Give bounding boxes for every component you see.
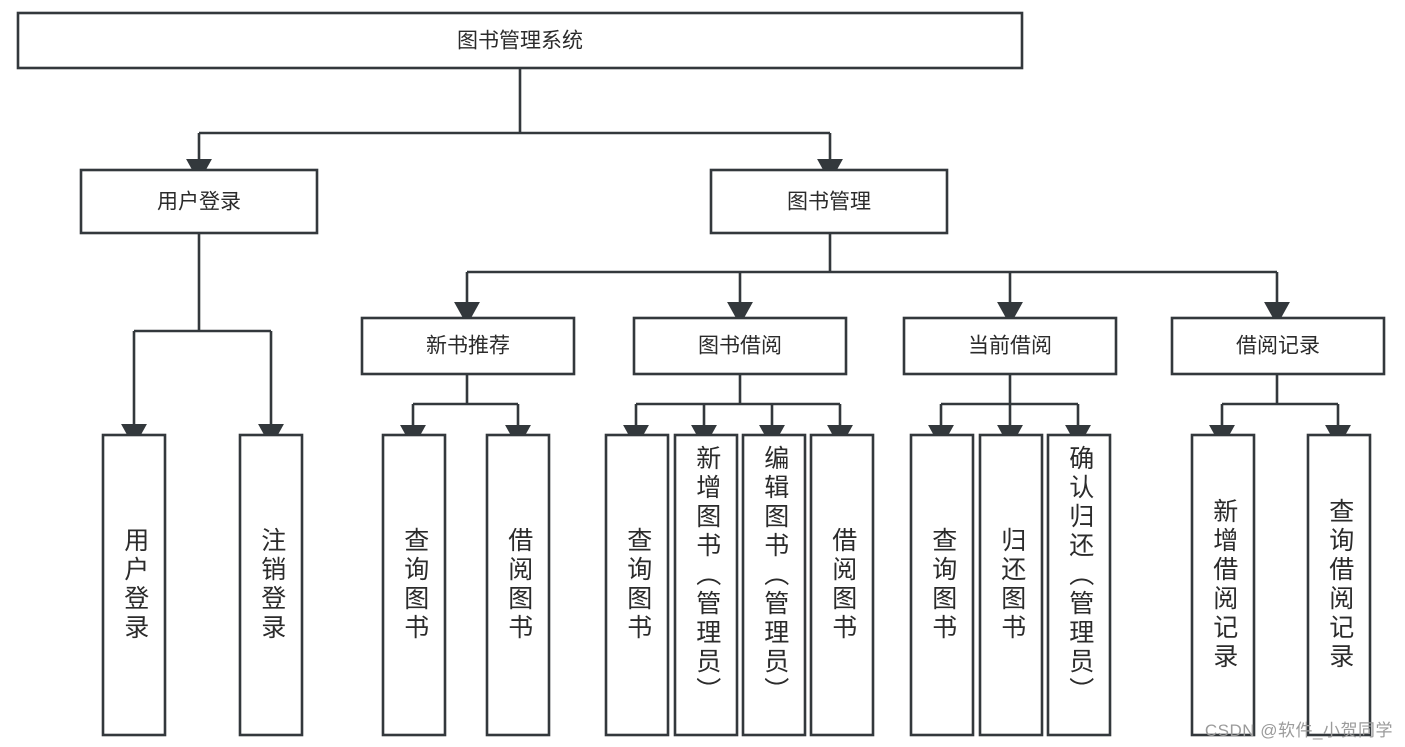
leaf-box-add-borrow-record[interactable]: [1190, 433, 1256, 737]
connectors-currentborrow-to-leaves: [928, 374, 1091, 449]
node-user-login[interactable]: 用户登录: [79, 168, 319, 235]
node-current-borrow-box[interactable]: [902, 316, 1118, 376]
leaf-box-return-book[interactable]: [978, 433, 1044, 737]
node-book-manage-label: 图书管理: [787, 191, 871, 214]
connectors-userlogin-to-leaves: [121, 233, 284, 448]
connectors-bookmanage-to-level3: [454, 233, 1290, 326]
connectors-root-to-level2: [186, 68, 843, 183]
leaf-box-borrow-book[interactable]: [809, 433, 875, 737]
node-current-borrow[interactable]: 当前借阅: [902, 316, 1118, 376]
connectors-newbook-to-leaves: [400, 374, 531, 449]
node-root-box[interactable]: [16, 11, 1024, 70]
leaf-box-query-book-borrow[interactable]: [604, 433, 670, 737]
node-borrow-records-label: 借阅记录: [1236, 335, 1320, 358]
leaf-box-confirm-return-admin[interactable]: [1046, 433, 1112, 737]
node-book-borrow-box[interactable]: [632, 316, 848, 376]
connectors-borrowrecords-to-leaves: [1209, 374, 1351, 449]
node-root-label: 图书管理系统: [457, 30, 583, 53]
node-book-manage[interactable]: 图书管理: [709, 168, 949, 235]
leaf-box-edit-book-admin[interactable]: [741, 433, 807, 737]
leaf-box-borrow-book-recommend[interactable]: [485, 433, 551, 737]
leaf-box-logout[interactable]: [238, 433, 304, 737]
node-new-book-recommend[interactable]: 新书推荐: [360, 316, 576, 376]
node-book-borrow[interactable]: 图书借阅: [632, 316, 848, 376]
node-book-manage-box[interactable]: [709, 168, 949, 235]
csdn-watermark: CSDN @软件_小贺同学: [1204, 721, 1393, 740]
leaf-box-add-book-admin[interactable]: [673, 433, 739, 737]
leaf-box-user-login[interactable]: [101, 433, 167, 737]
leaf-box-query-book-current[interactable]: [909, 433, 975, 737]
node-new-book-recommend-label: 新书推荐: [426, 335, 510, 358]
leaf-box-query-borrow-record[interactable]: [1306, 433, 1372, 737]
node-borrow-records-box[interactable]: [1170, 316, 1386, 376]
node-borrow-records[interactable]: 借阅记录: [1170, 316, 1386, 376]
leaf-box-query-book-recommend[interactable]: [381, 433, 447, 737]
node-user-login-box[interactable]: [79, 168, 319, 235]
node-book-borrow-label: 图书借阅: [698, 335, 782, 358]
node-new-book-recommend-box[interactable]: [360, 316, 576, 376]
leaf-boxes: [101, 433, 1372, 737]
connectors-bookborrow-to-leaves: [623, 374, 853, 449]
node-root[interactable]: 图书管理系统: [16, 11, 1024, 70]
node-current-borrow-label: 当前借阅: [968, 335, 1052, 358]
node-user-login-label: 用户登录: [157, 191, 241, 214]
